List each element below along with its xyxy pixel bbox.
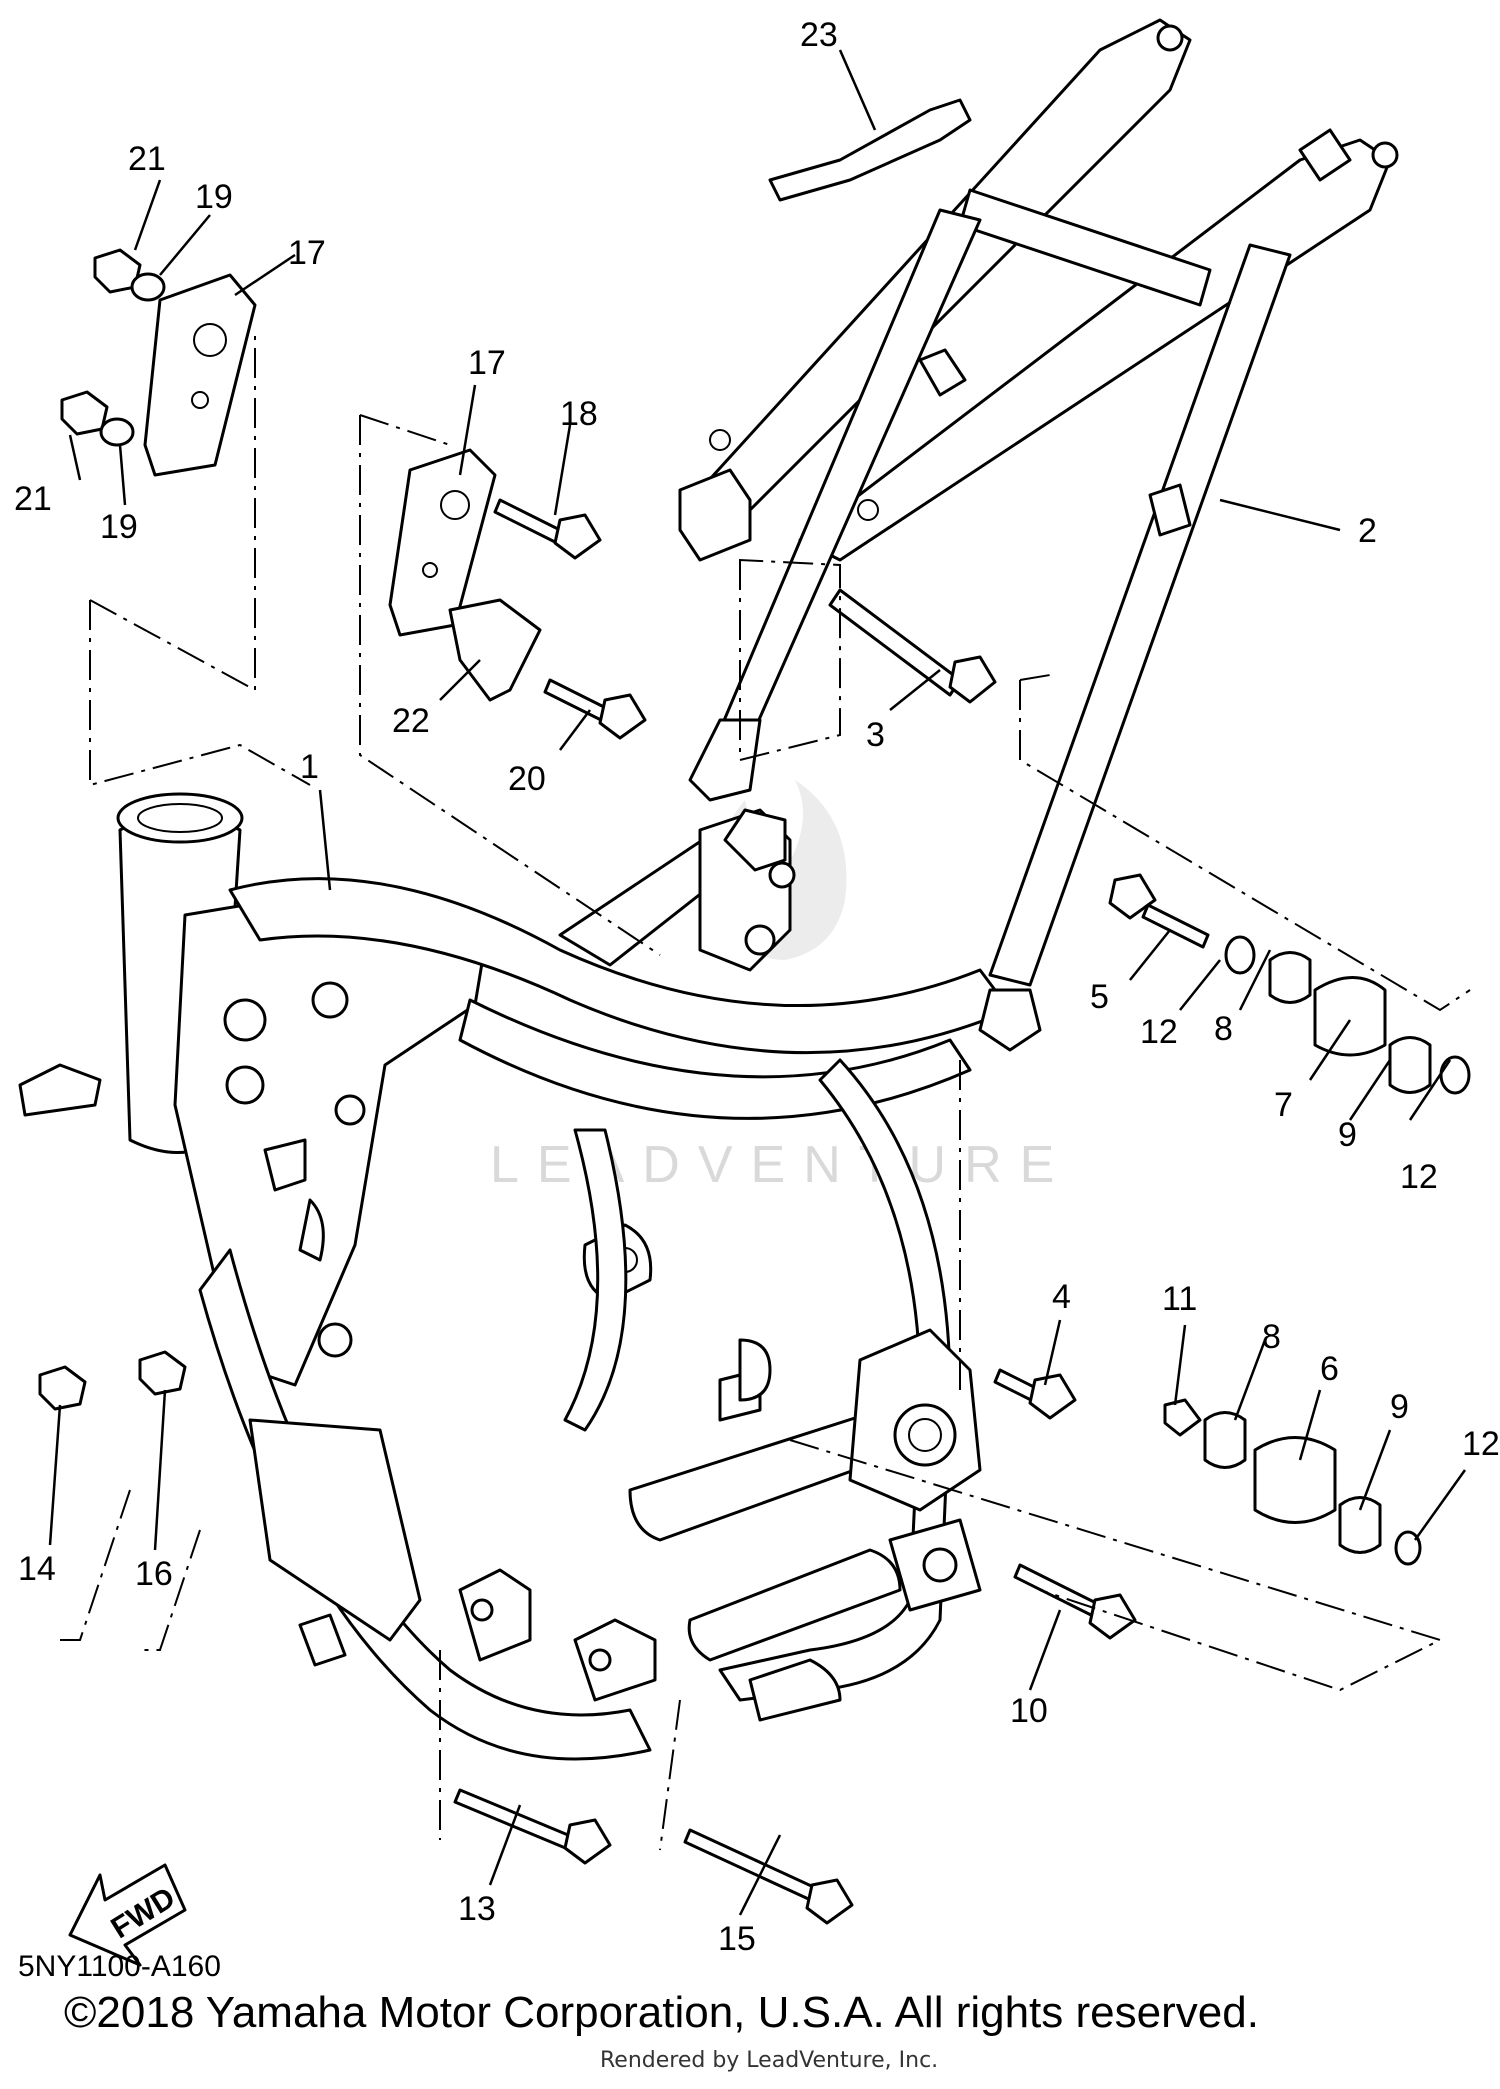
callout-22: 22 <box>392 702 430 740</box>
callout-16: 16 <box>135 1555 173 1593</box>
callout-8: 8 <box>1214 1010 1233 1048</box>
callout-4: 4 <box>1052 1278 1071 1316</box>
callout-5: 5 <box>1090 978 1109 1016</box>
main-frame <box>18 792 1012 1761</box>
assembly-lines <box>60 330 1471 1851</box>
callout-15: 15 <box>718 1920 756 1958</box>
callout-19b: 19 <box>100 508 138 546</box>
callout-21b: 21 <box>14 480 52 518</box>
copyright-notice: ©2018 Yamaha Motor Corporation, U.S.A. A… <box>64 1988 1259 2037</box>
callout-11: 11 <box>1162 1280 1197 1318</box>
callout-19a: 19 <box>195 178 233 216</box>
callout-13: 13 <box>458 1890 496 1928</box>
callout-12a: 12 <box>1140 1013 1178 1051</box>
callout-18: 18 <box>560 395 598 433</box>
callout-20: 20 <box>508 760 546 798</box>
callout-9b: 9 <box>1390 1388 1409 1426</box>
leader-lines <box>48 49 1467 1916</box>
callout-17a: 17 <box>288 234 326 272</box>
callout-1: 1 <box>300 748 319 786</box>
rear-subframe <box>678 18 1399 1052</box>
callout-8b: 8 <box>1262 1318 1281 1356</box>
callout-21a: 21 <box>128 140 166 178</box>
callout-2: 2 <box>1358 512 1377 550</box>
callout-10: 10 <box>1010 1692 1048 1730</box>
callout-6: 6 <box>1320 1350 1339 1388</box>
callout-12b: 12 <box>1400 1158 1438 1196</box>
callout-labels: 1 2 3 4 5 6 7 8 9 10 11 12 13 14 15 16 1… <box>14 16 1500 1958</box>
callout-7: 7 <box>1274 1086 1293 1124</box>
hardware <box>38 98 1471 1925</box>
callout-14: 14 <box>18 1550 56 1588</box>
rendered-by-credit: Rendered by LeadVenture, Inc. <box>600 2048 939 2073</box>
diagram-code: 5NY1100-A160 <box>18 1950 221 1983</box>
watermark-text: LEADVENTURE <box>490 1136 1072 1194</box>
callout-12c: 12 <box>1462 1425 1500 1463</box>
callout-23: 23 <box>800 16 838 54</box>
fwd-arrow: FWD <box>68 1863 187 1967</box>
callout-3: 3 <box>866 716 885 754</box>
callout-9: 9 <box>1338 1116 1357 1154</box>
callout-17b: 17 <box>468 344 506 382</box>
